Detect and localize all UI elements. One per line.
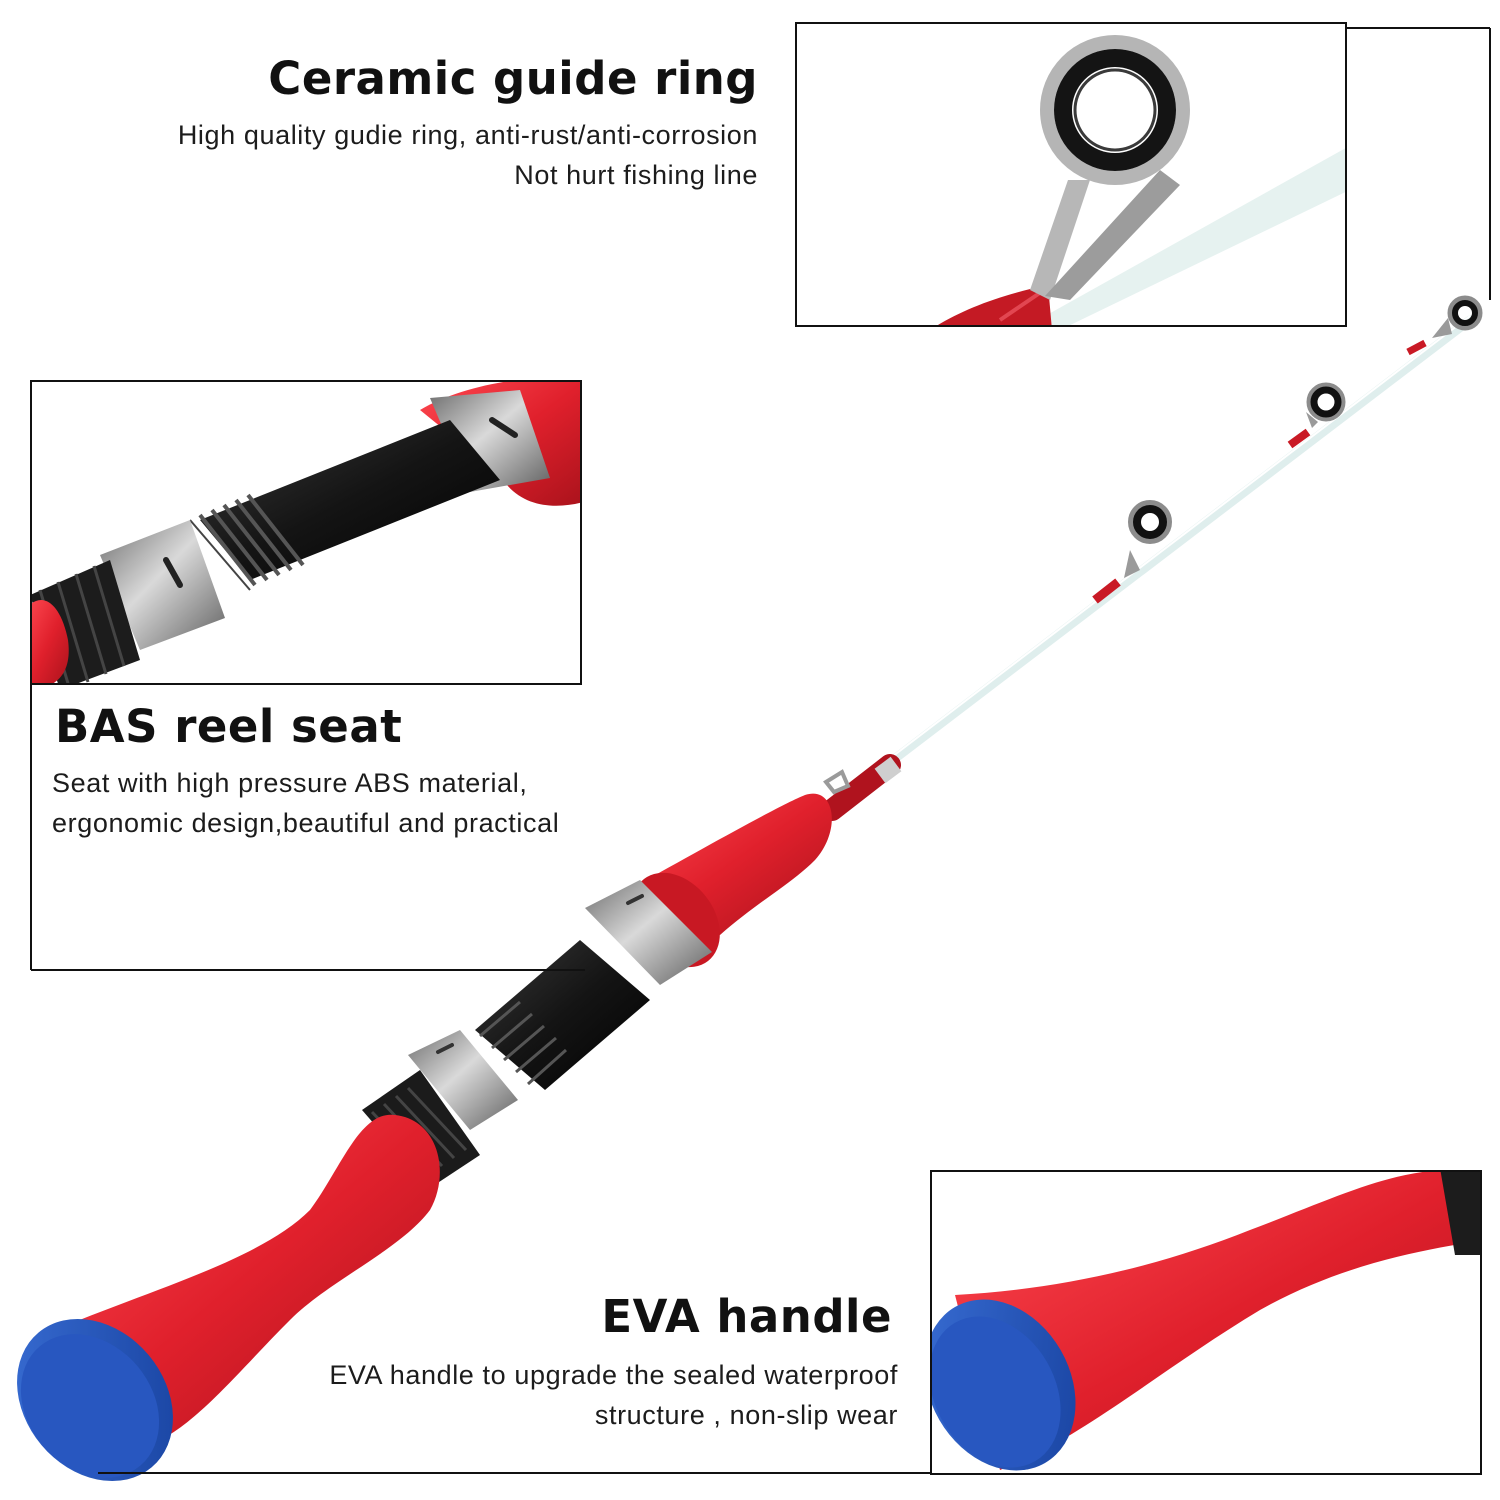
rod-blank [875,315,1475,775]
eva-handle-detail-photo [930,1170,1482,1475]
tip-guide-ring [1406,295,1483,356]
lower-guide-ring [1092,500,1172,604]
reel-seat [475,940,650,1090]
eva-handle-desc-line-2: structure , non-slip wear [594,1400,898,1430]
reel-seat-detail-photo [30,380,582,685]
end-cap [17,1318,173,1482]
reel-seat-feature: BAS reel seat Seat with high pressure AB… [52,700,675,843]
guide-ring-detail-photo [795,22,1347,327]
reel-seat-title: BAS reel seat [55,700,403,753]
eva-handle-title: EVA handle [601,1290,892,1343]
eva-handle-desc-line-1: EVA handle to upgrade the sealed waterpr… [329,1360,898,1390]
guide-ring-desc-line-2: Not hurt fishing line [514,160,758,190]
middle-guide-ring [1287,382,1346,449]
reel-seat-desc-line-2: ergonomic design,beautiful and practical [52,808,560,838]
reel-seat-desc-line-1: Seat with high pressure ABS material, [52,768,528,798]
guide-ring-title: Ceramic guide ring [268,52,758,105]
guide-ring-feature: Ceramic guide ring High quality gudie ri… [58,52,758,195]
guide-ring-desc-line-1: High quality gudie ring, anti-rust/anti-… [177,120,758,150]
eva-handle-feature: EVA handle EVA handle to upgrade the sea… [198,1290,898,1435]
hook-keeper [821,754,902,821]
upper-hood [585,880,712,985]
